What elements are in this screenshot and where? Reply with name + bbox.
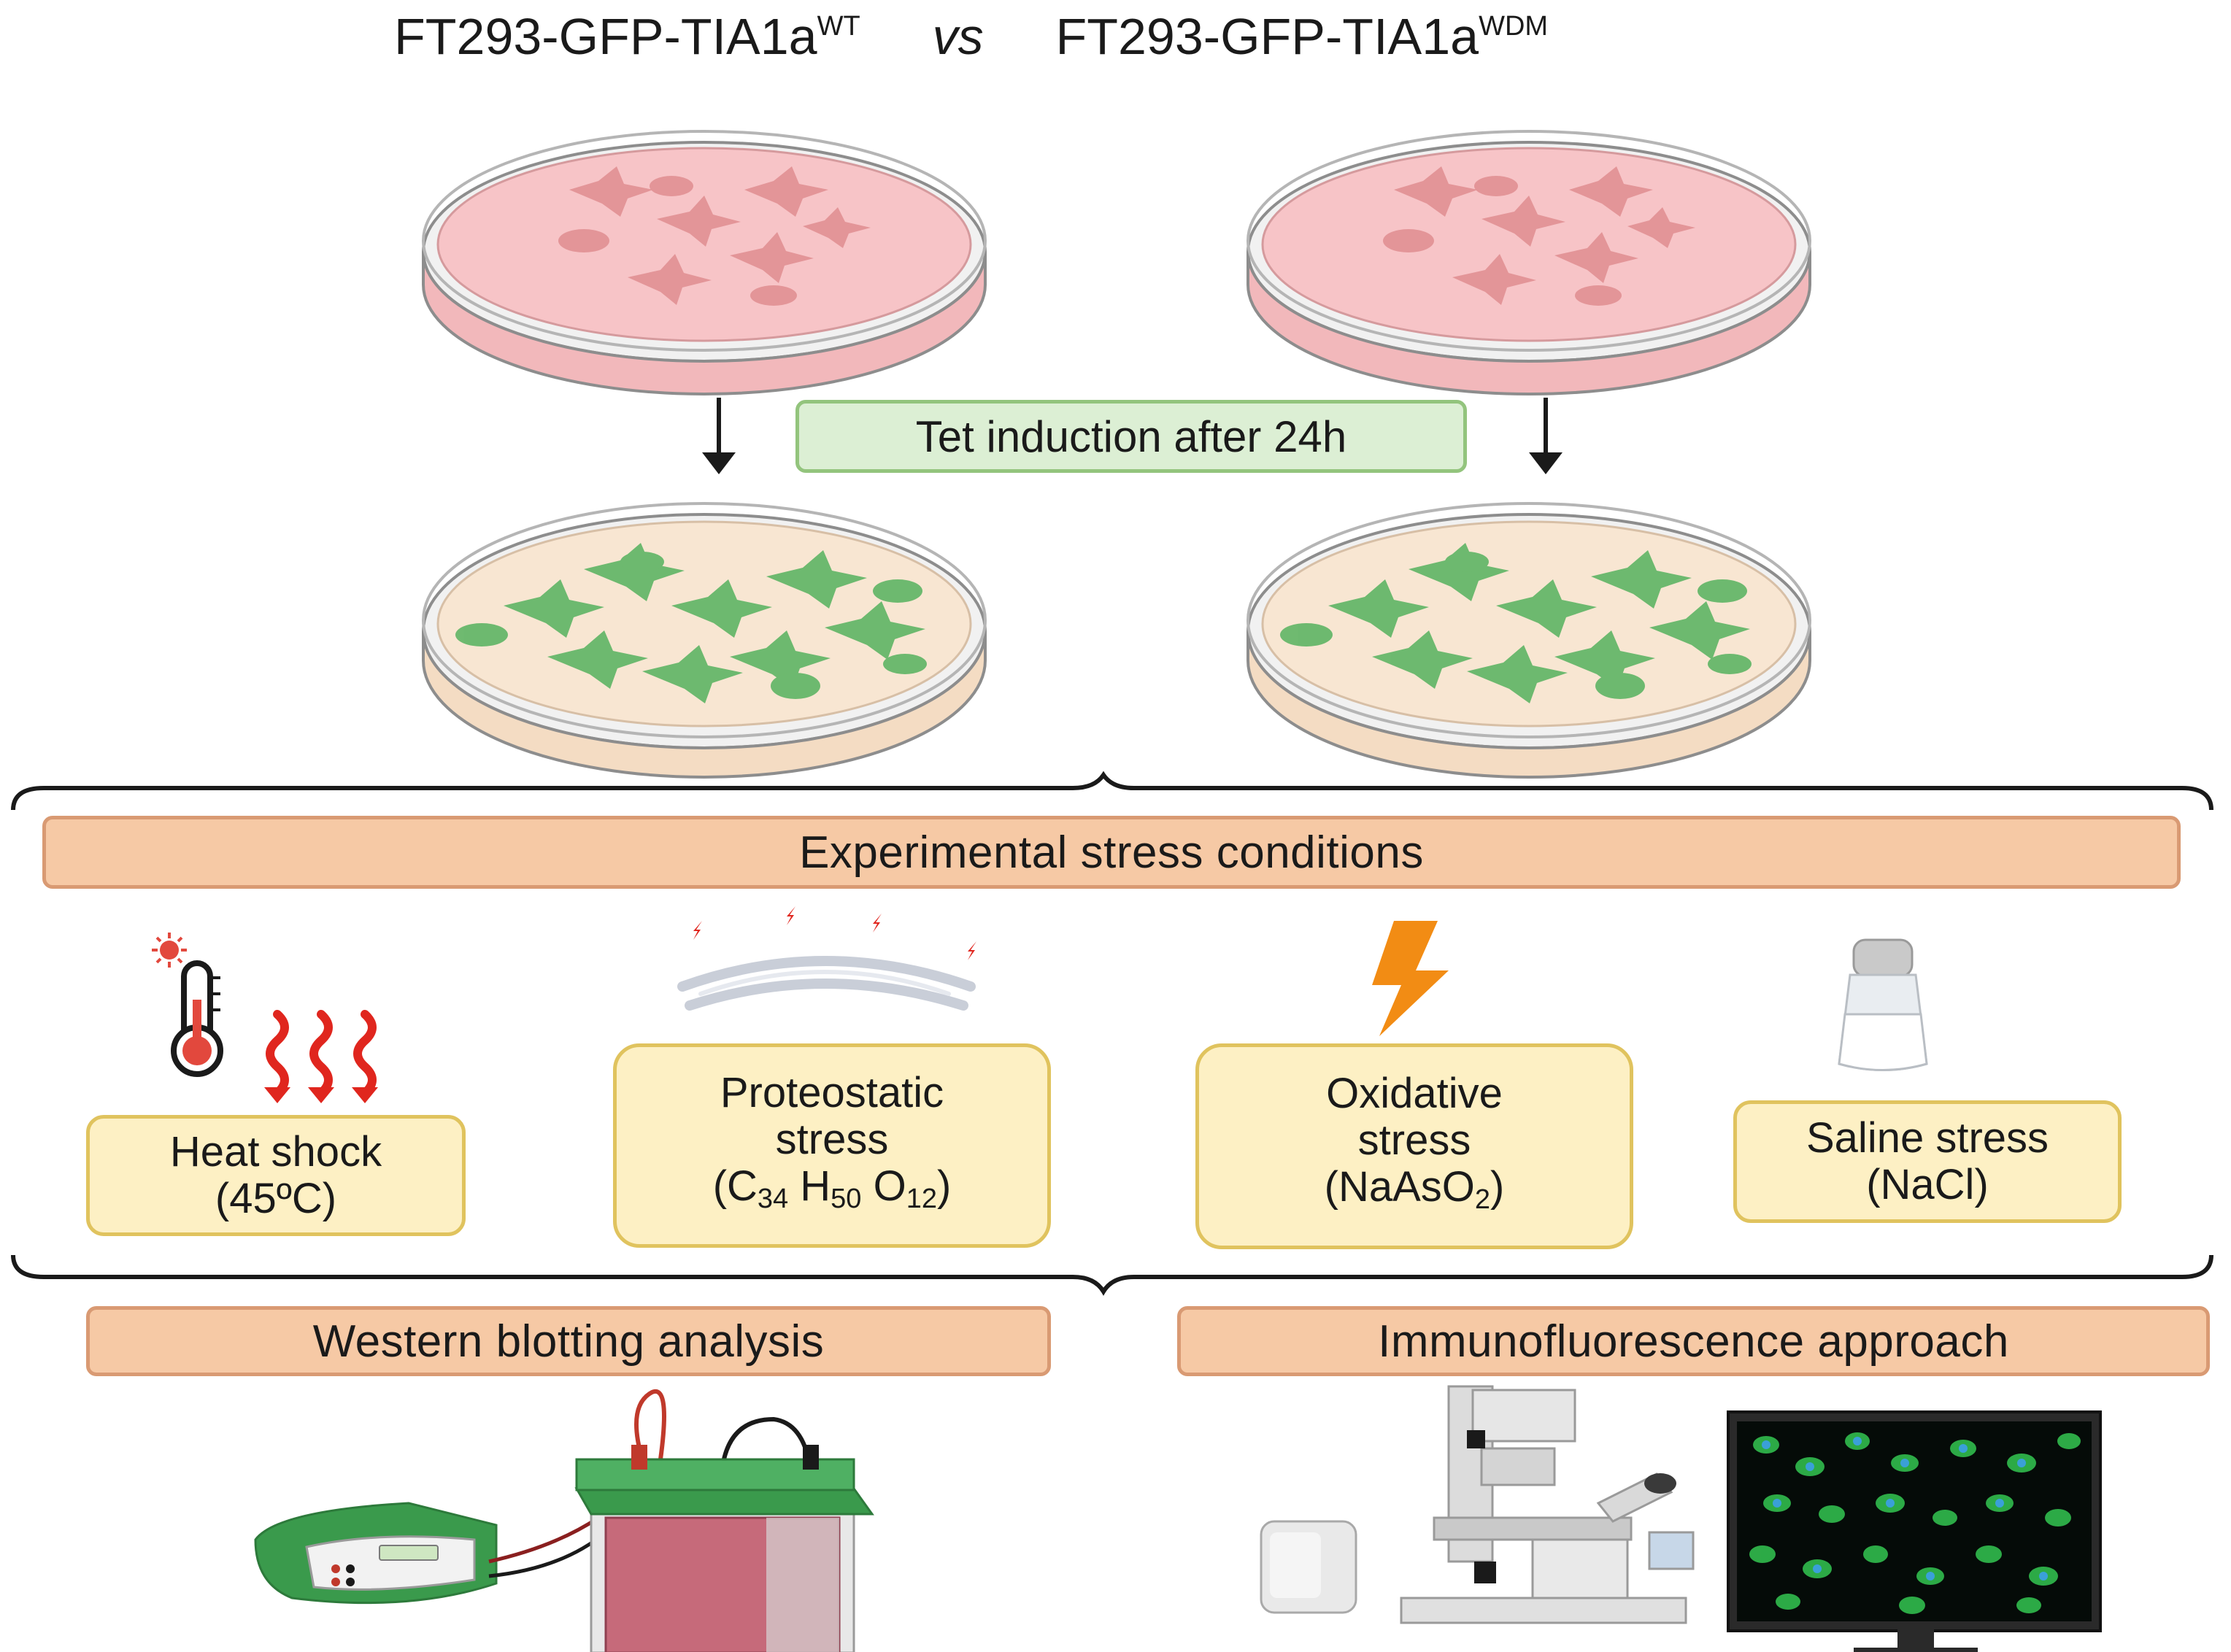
- heat-waves-icon: [266, 1010, 377, 1097]
- oxidative-formula: (NaAsO2): [1324, 1162, 1505, 1223]
- stress-conditions-label: Experimental stress conditions: [799, 827, 1424, 878]
- brace-bottom: [11, 1254, 2213, 1296]
- petri-dish-wdm-pink: [1246, 130, 1811, 395]
- formula-part-b: H: [788, 1162, 831, 1210]
- oxidative-line2: stress: [1357, 1116, 1471, 1164]
- saline-stress-box: Saline stress (NaCl): [1733, 1100, 2122, 1223]
- oxidative-stress-box: Oxidative stress (NaAsO2): [1195, 1043, 1633, 1249]
- header-right-label: FT293-GFP-TIA1a: [1055, 8, 1479, 65]
- heat-shock-line1: Heat shock: [169, 1128, 382, 1176]
- tet-induction-label: Tet induction after 24h: [915, 412, 1347, 461]
- tet-induction-box: Tet induction after 24h: [795, 400, 1467, 473]
- header-right-sup: WDM: [1479, 11, 1549, 42]
- oxidative-line1: Oxidative: [1326, 1069, 1503, 1117]
- header-left-label: FT293-GFP-TIA1a: [394, 8, 817, 65]
- header-vs: vs: [932, 8, 984, 65]
- formula-part-c: O: [861, 1162, 906, 1210]
- saline-line2: (NaCl): [1866, 1161, 1989, 1208]
- proteostatic-stress-box: Proteostatic stress (C34 H50 O12): [613, 1043, 1051, 1248]
- western-blotting-pill: Western blotting analysis: [86, 1306, 1051, 1376]
- proteostatic-formula: (C34 H50 O12): [712, 1162, 952, 1222]
- stress-conditions-header: Experimental stress conditions: [42, 816, 2181, 889]
- western-blotting-label: Western blotting analysis: [312, 1316, 825, 1367]
- microscope-icon: [1260, 1385, 1695, 1624]
- electrophoresis-apparatus-icon: [254, 1389, 874, 1652]
- proteostatic-line1: Proteostatic: [720, 1068, 944, 1116]
- formula-sub-2: 50: [831, 1183, 862, 1214]
- down-arrow-left: [702, 398, 736, 474]
- brace-top: [11, 771, 2213, 811]
- heat-wave-arrowheads: [264, 1087, 378, 1103]
- heat-shock-line2: (45ºC): [215, 1175, 337, 1222]
- oxid-formula-a: (NaAsO: [1324, 1162, 1475, 1211]
- formula-part-d: ): [936, 1162, 952, 1210]
- proteostatic-line2: stress: [775, 1115, 889, 1163]
- down-arrow-right: [1529, 398, 1563, 474]
- oxid-formula-sub: 2: [1474, 1184, 1491, 1215]
- formula-sub-3: 12: [906, 1183, 937, 1214]
- petri-dish-wt-pink: [422, 130, 987, 395]
- monitor-icon: [1727, 1410, 2102, 1652]
- lightning-bolt-icon: [1372, 921, 1449, 1036]
- petri-dish-wt-green: [422, 502, 987, 779]
- heat-shock-box: Heat shock (45ºC): [86, 1115, 466, 1236]
- thermometer-icon: [171, 960, 223, 1077]
- salt-shaker-icon: [1838, 938, 1928, 1071]
- formula-sub-1: 34: [757, 1183, 789, 1214]
- formula-part-a: (C: [712, 1162, 758, 1210]
- immunofluorescence-pill: Immunofluorescence approach: [1177, 1306, 2210, 1376]
- oxid-formula-b: ): [1490, 1162, 1505, 1211]
- saline-line1: Saline stress: [1806, 1114, 2049, 1162]
- immunofluorescence-label: Immunofluorescence approach: [1378, 1316, 2009, 1367]
- stress-sparks-icon: [693, 906, 976, 960]
- petri-dish-wdm-green: [1246, 502, 1811, 779]
- header-left-sup: WT: [817, 11, 860, 42]
- sun-icon: [152, 933, 187, 968]
- header-title: FT293-GFP-TIA1aWT vs FT293-GFP-TIA1aWDM: [394, 7, 1548, 66]
- endoplasmic-reticulum-icon: [677, 956, 976, 1011]
